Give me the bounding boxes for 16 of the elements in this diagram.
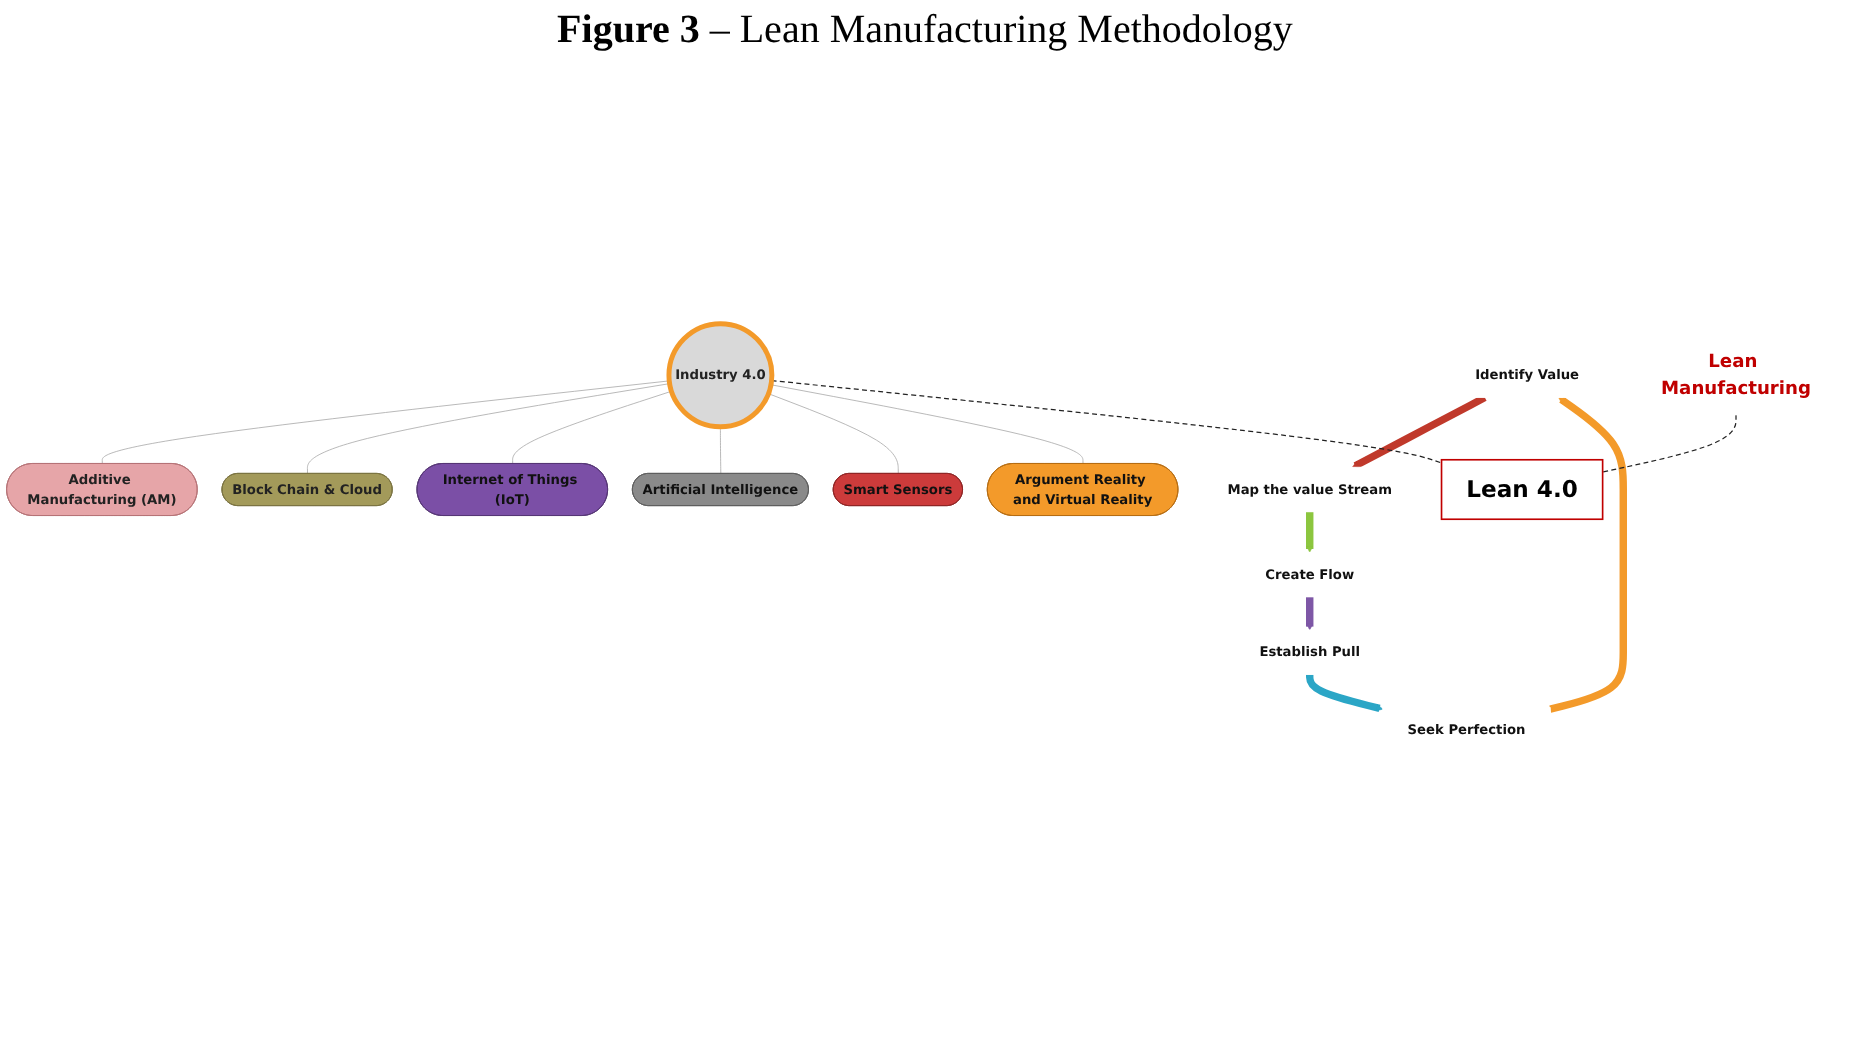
connector [1602, 414, 1737, 473]
node-box: Lean 4.0 [1440, 458, 1604, 521]
connector [307, 383, 671, 475]
connector [512, 390, 672, 465]
arrow [1549, 396, 1627, 713]
connector [771, 379, 1443, 464]
connector [768, 393, 899, 475]
figure-title: Figure 3 – Lean Manufacturing Methodology [555, 8, 1295, 54]
arrow [1306, 511, 1314, 553]
arrow [1352, 394, 1487, 469]
node-text: Lean Manufacturing [1661, 351, 1811, 400]
arrow [1306, 595, 1314, 631]
connector [101, 380, 670, 465]
arrow [1306, 673, 1384, 712]
connector [720, 426, 722, 475]
connector [770, 384, 1084, 465]
